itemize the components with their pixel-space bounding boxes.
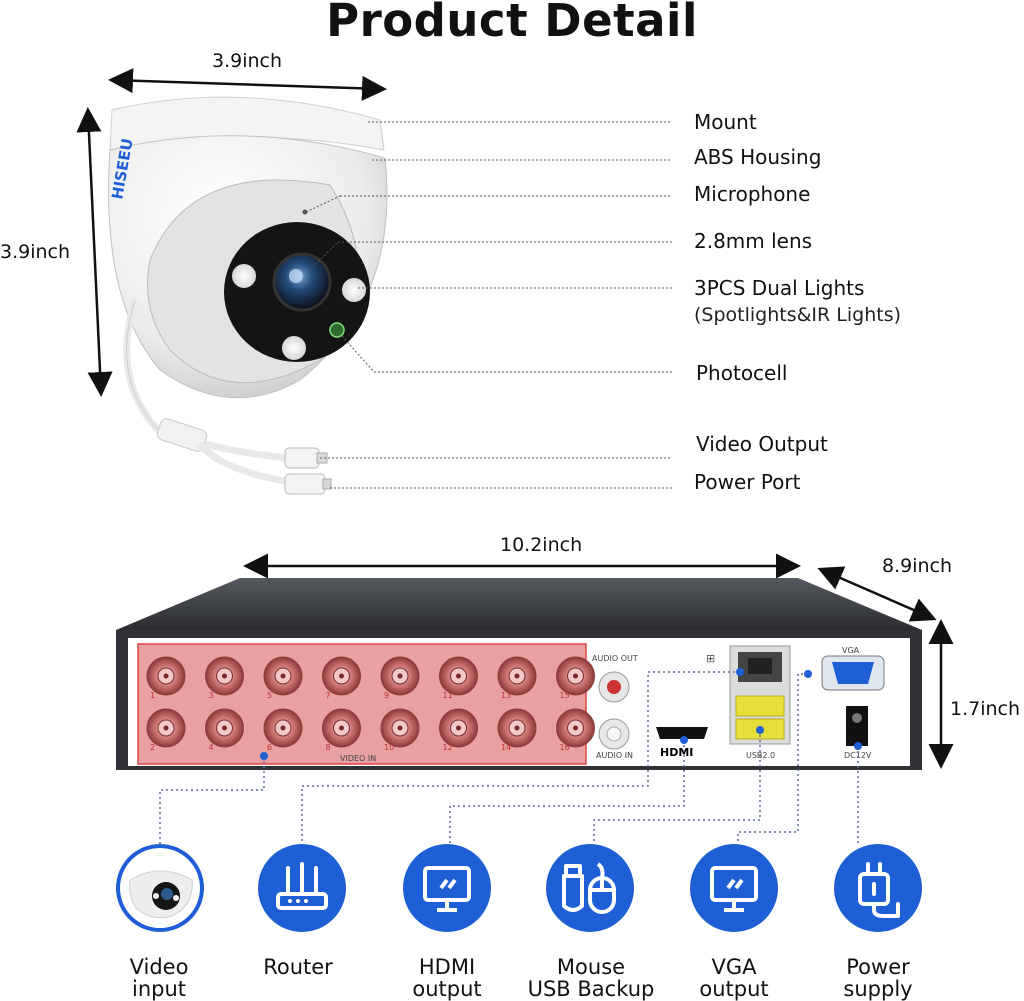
bnc-channel-number: 10 bbox=[384, 743, 394, 752]
spotlight-bottom-icon bbox=[282, 336, 306, 360]
part-label-video-output: Video Output bbox=[696, 432, 828, 456]
usb-port-1 bbox=[735, 695, 785, 717]
video-output-connector bbox=[284, 447, 320, 469]
part-label-lens: 2.8mm lens bbox=[694, 229, 813, 253]
mouse-usb-circle bbox=[546, 844, 634, 932]
hdmi-output-circle bbox=[403, 844, 491, 932]
monitor-icon bbox=[710, 866, 758, 912]
svg-text:VGA: VGA bbox=[842, 646, 860, 655]
camera-height-label: 3.9inch bbox=[0, 241, 71, 263]
svg-text:AUDIO IN: AUDIO IN bbox=[596, 751, 633, 760]
svg-text:AUDIO OUT: AUDIO OUT bbox=[592, 654, 638, 663]
svg-text:⊞: ⊞ bbox=[706, 652, 715, 665]
nvr-depth-label: 8.9inch bbox=[882, 555, 953, 577]
video-input-circle bbox=[116, 844, 204, 932]
part-label-housing: ABS Housing bbox=[694, 145, 822, 169]
bnc-channel-number: 11 bbox=[443, 691, 453, 700]
hdmi-port bbox=[656, 727, 708, 739]
router-circle bbox=[258, 844, 346, 932]
nvr-height-label: 1.7inch bbox=[950, 698, 1021, 720]
page-title: Product Detail bbox=[326, 0, 698, 47]
bnc-channel-number: 6 bbox=[267, 743, 272, 752]
camera-width-arrow bbox=[108, 68, 387, 101]
camera-height-arrow bbox=[76, 107, 113, 397]
power-plug-icon bbox=[858, 862, 900, 918]
nvr-width-label: 10.2inch bbox=[500, 534, 583, 556]
bnc-channel-number: 9 bbox=[384, 691, 389, 700]
bnc-channel-number: 5 bbox=[267, 691, 272, 700]
bnc-channel-number: 14 bbox=[501, 743, 511, 752]
bnc-channel-number: 1 bbox=[150, 691, 155, 700]
usb-mouse-icon bbox=[562, 862, 616, 914]
bnc-channel-number: 13 bbox=[501, 691, 511, 700]
spotlight-left-icon bbox=[232, 264, 256, 288]
camera-diagram: HISEEU bbox=[76, 68, 672, 495]
bnc-channel-number: 3 bbox=[209, 691, 214, 700]
svg-text:DC12V: DC12V bbox=[844, 751, 872, 760]
part-label-photocell: Photocell bbox=[696, 361, 788, 385]
part-label-power-port: Power Port bbox=[694, 470, 801, 494]
microphone-icon bbox=[302, 209, 308, 215]
bnc-channel-number: 15 bbox=[560, 691, 570, 700]
camera-icon bbox=[120, 848, 200, 928]
svg-text:HDMI: HDMI bbox=[660, 746, 693, 759]
bnc-channel-number: 2 bbox=[150, 743, 155, 752]
nvr-top bbox=[116, 578, 922, 630]
power-supply-circle bbox=[834, 844, 922, 932]
lens-icon bbox=[272, 252, 332, 312]
nvr-depth-arrow bbox=[817, 566, 937, 622]
vga-output-circle bbox=[690, 844, 778, 932]
part-label-lights-sub: (Spotlights&IR Lights) bbox=[694, 304, 902, 326]
dc-power-port bbox=[846, 706, 868, 746]
router-icon bbox=[276, 862, 328, 910]
monitor-icon bbox=[423, 866, 471, 912]
bnc-channel-number: 8 bbox=[326, 743, 331, 752]
power-port-connector bbox=[284, 473, 326, 495]
spotlight-right-icon bbox=[342, 278, 366, 302]
bnc-channel-number: 12 bbox=[443, 743, 453, 752]
part-label-microphone: Microphone bbox=[694, 182, 811, 206]
bnc-channel-number: 4 bbox=[209, 743, 214, 752]
camera-width-label: 3.9inch bbox=[212, 50, 283, 72]
photocell-icon bbox=[329, 322, 345, 338]
part-label-mount: Mount bbox=[694, 110, 757, 134]
caption-router: Router bbox=[263, 955, 333, 979]
bnc-channel-number: 7 bbox=[326, 691, 331, 700]
bnc-channel-number: 16 bbox=[560, 743, 570, 752]
svg-text:VIDEO IN: VIDEO IN bbox=[340, 754, 376, 763]
part-label-lights: 3PCS Dual Lights bbox=[694, 276, 865, 300]
